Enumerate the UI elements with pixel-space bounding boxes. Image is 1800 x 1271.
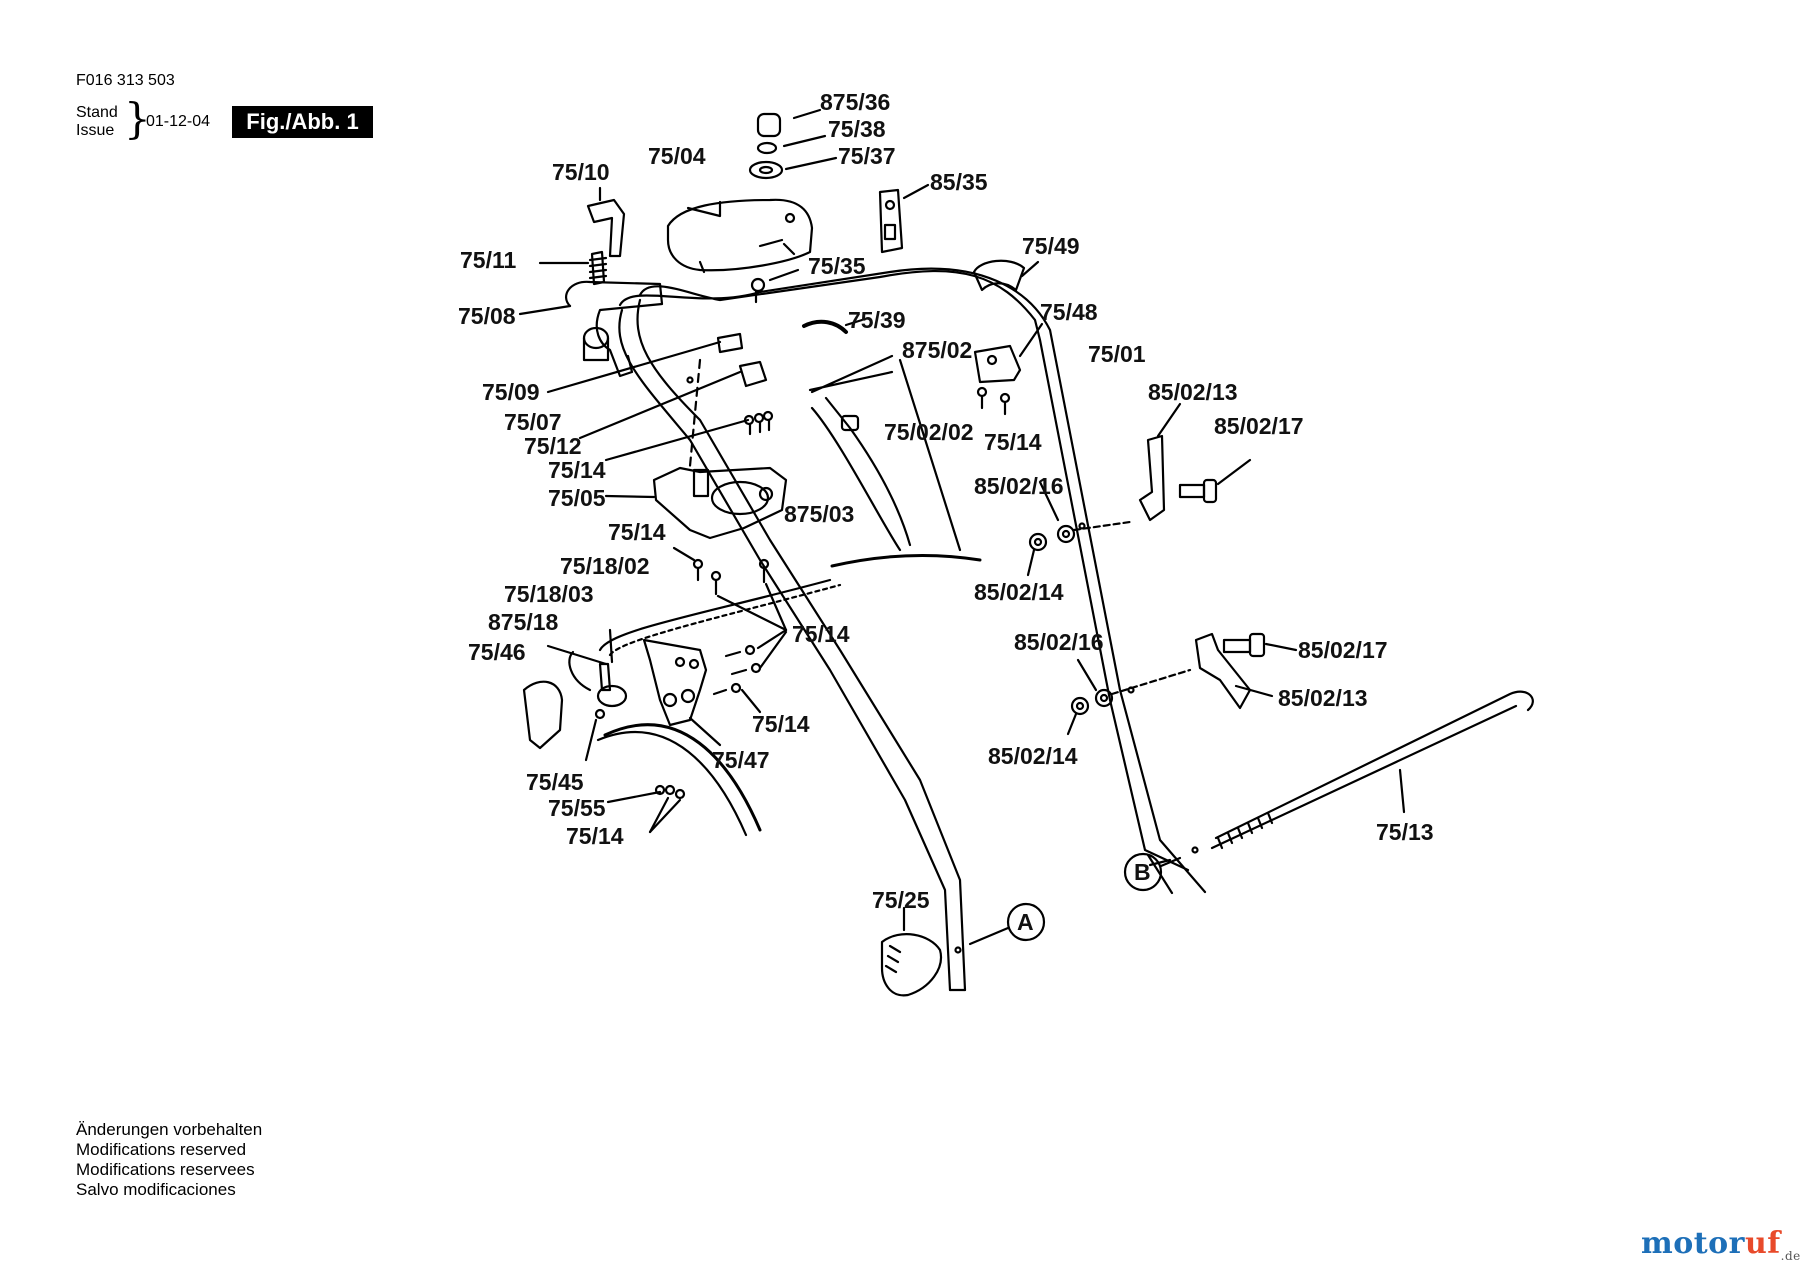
callout-875-18: 875/18 bbox=[488, 609, 559, 635]
rod-75-13 bbox=[1148, 690, 1534, 867]
control-housing-top bbox=[666, 198, 814, 274]
callout-75-49: 75/49 bbox=[1022, 233, 1080, 259]
callout-75-13: 75/13 bbox=[1376, 819, 1434, 845]
callout-875-02: 875/02 bbox=[902, 337, 972, 363]
reference-a: A bbox=[1017, 909, 1034, 935]
callout-75-08: 75/08 bbox=[458, 303, 516, 329]
callout-75-37: 75/37 bbox=[838, 143, 896, 169]
note-french: Modifications reservees bbox=[76, 1160, 255, 1179]
issue-date: 01-12-04 bbox=[146, 113, 211, 130]
callout-85-02-14-lower: 85/02/14 bbox=[988, 743, 1078, 769]
callout-85-02-14-upper: 85/02/14 bbox=[974, 579, 1064, 605]
callout-75-45: 75/45 bbox=[526, 769, 584, 795]
modifications-notice: Änderungen vorbehalten Modifications res… bbox=[76, 1120, 262, 1200]
callout-75-14-e: 75/14 bbox=[566, 823, 624, 849]
knob-stack bbox=[748, 108, 838, 180]
callout-75-11: 75/11 bbox=[460, 247, 516, 273]
callout-85-02-16-upper: 85/02/16 bbox=[974, 473, 1064, 499]
callout-75-47: 75/47 bbox=[712, 747, 770, 773]
control-housing-bottom bbox=[604, 358, 788, 540]
note-german: Änderungen vorbehalten bbox=[76, 1120, 263, 1139]
callout-75-14-upper: 75/14 bbox=[984, 429, 1042, 455]
callout-85-02-17-upper: 85/02/17 bbox=[1214, 413, 1304, 439]
callout-75-07: 75/07 bbox=[504, 409, 562, 435]
callout-85-35: 85/35 bbox=[930, 169, 988, 195]
callout-875-36: 875/36 bbox=[820, 89, 890, 115]
document-number: F016 313 503 bbox=[76, 72, 175, 89]
lower-left-parts bbox=[522, 546, 788, 834]
callout-75-05: 75/05 bbox=[548, 485, 606, 511]
cables bbox=[568, 318, 982, 837]
grip-75-25 bbox=[880, 906, 943, 997]
callout-85-02-16-lower: 85/02/16 bbox=[1014, 629, 1104, 655]
stand-label: Stand bbox=[76, 104, 118, 121]
small-parts bbox=[546, 268, 800, 462]
side-bolt-lower bbox=[1066, 632, 1298, 736]
callout-75-10: 75/10 bbox=[552, 159, 610, 185]
callout-75-38: 75/38 bbox=[828, 116, 886, 142]
side-bolt-upper bbox=[1026, 402, 1252, 577]
callout-75-18-03: 75/18/03 bbox=[504, 581, 594, 607]
bracket-75-48 bbox=[972, 259, 1044, 416]
callout-75-09: 75/09 bbox=[482, 379, 540, 405]
callout-75-18-02: 75/18/02 bbox=[560, 553, 650, 579]
logo-part-2: uf bbox=[1744, 1226, 1781, 1261]
callout-75-39: 75/39 bbox=[848, 307, 906, 333]
callout-85-02-13-upper: 85/02/13 bbox=[1148, 379, 1238, 405]
callout-75-48: 75/48 bbox=[1040, 299, 1098, 325]
issue-label: Issue bbox=[76, 122, 115, 139]
handle-frame bbox=[618, 267, 1207, 992]
callout-75-55: 75/55 bbox=[548, 795, 606, 821]
callout-85-02-13-lower: 85/02/13 bbox=[1278, 685, 1368, 711]
callout-75-14-b: 75/14 bbox=[608, 519, 666, 545]
callout-75-14-c: 75/14 bbox=[792, 621, 850, 647]
clip-85-35 bbox=[878, 183, 930, 254]
note-spanish: Salvo modificaciones bbox=[76, 1180, 236, 1199]
reference-b: B bbox=[1134, 859, 1151, 885]
figure-label: Fig./Abb. 1 bbox=[232, 106, 373, 138]
logo-suffix: .de bbox=[1780, 1249, 1800, 1263]
callout-85-02-17-lower: 85/02/17 bbox=[1298, 637, 1388, 663]
callout-75-14-a: 75/14 bbox=[548, 457, 606, 483]
callout-75-04: 75/04 bbox=[648, 143, 706, 169]
callout-75-35: 75/35 bbox=[808, 253, 866, 279]
callout-75-25: 75/25 bbox=[872, 887, 930, 913]
callout-75-01: 75/01 bbox=[1088, 341, 1146, 367]
callout-75-14-d: 75/14 bbox=[752, 711, 810, 737]
callout-75-46: 75/46 bbox=[468, 639, 526, 665]
callout-75-02-02: 75/02/02 bbox=[884, 419, 974, 445]
brace-icon: } bbox=[124, 94, 151, 143]
callout-75-12: 75/12 bbox=[524, 433, 582, 459]
lever-75-08 bbox=[518, 280, 664, 378]
motoruf-logo: motoruf.de bbox=[1641, 1226, 1800, 1263]
latch-spring bbox=[538, 186, 626, 286]
callout-875-03: 875/03 bbox=[784, 501, 854, 527]
note-english: Modifications reserved bbox=[76, 1140, 247, 1159]
logo-part-1: motor bbox=[1641, 1226, 1745, 1261]
reference-markers bbox=[968, 852, 1182, 946]
